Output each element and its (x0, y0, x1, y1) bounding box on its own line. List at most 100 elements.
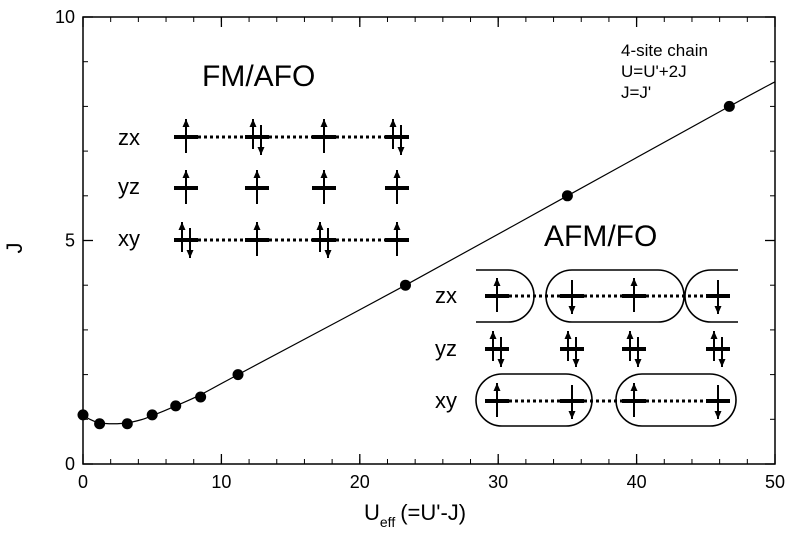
x-axis-label-sub: eff (380, 514, 395, 530)
arrow-head (182, 119, 190, 127)
orbital-site-pair (622, 331, 646, 367)
arrow-head (493, 383, 501, 391)
note-line-2: U=U'+2J (621, 62, 687, 81)
afm-orbital-rows (485, 278, 730, 419)
arrow-head (568, 411, 576, 419)
orbital-site-down (706, 280, 730, 314)
y-tick-label: 5 (65, 231, 75, 251)
orbital-site-up (245, 222, 269, 256)
orbital-site-pair (312, 222, 336, 258)
orbital-site-up (485, 278, 509, 312)
afm-bond-brackets (475, 269, 738, 427)
fm-afo-orbital-diagram: zx yz xy (118, 119, 409, 258)
arrow-head (182, 170, 190, 178)
orbital-site-up (485, 383, 509, 417)
arrow-head (489, 331, 497, 339)
arrow-head (630, 278, 638, 286)
arrow-head (253, 170, 261, 178)
orbital-site-up (385, 222, 409, 256)
arrow-head (389, 119, 397, 127)
x-tick-label: 0 (78, 472, 88, 492)
arrow-head (626, 331, 634, 339)
xy-bracket-right (615, 373, 737, 427)
arrow-head (714, 306, 722, 314)
orbital-site-pair (706, 331, 730, 367)
orbital-site-up (312, 170, 336, 204)
x-axis-label: Ueff (=U'-J) (364, 500, 466, 530)
phase-label-fm-afo: FM/AFO (202, 60, 315, 93)
x-tick-label: 50 (765, 472, 785, 492)
data-point (77, 409, 89, 421)
x-axis-label-suffix: (=U'-J) (400, 500, 466, 525)
orbital-site-up (245, 170, 269, 204)
afm-orbital-label-xy: xy (435, 388, 457, 413)
zx-bracket-left (476, 269, 535, 323)
arrow-head (316, 222, 324, 230)
x-tick-label: 30 (488, 472, 508, 492)
arrow-head (253, 222, 261, 230)
data-point (94, 418, 106, 430)
arrow-head (320, 119, 328, 127)
orbital-row-zx (174, 119, 409, 155)
orbital-site-pair (560, 331, 584, 367)
data-point (232, 369, 244, 381)
orbital-row-yz (485, 331, 730, 367)
arrow-head (178, 222, 186, 230)
fm-orbital-label-xy: xy (118, 226, 140, 251)
chain-note: 4-site chain U=U'+2J J=J' (621, 41, 708, 102)
arrow-head (497, 359, 505, 367)
arrow-head (714, 411, 722, 419)
xy-bracket-left (475, 373, 593, 427)
orbital-site-up (312, 119, 336, 153)
phase-label-afm-fo: AFM/FO (544, 220, 657, 253)
arrow-head (257, 147, 265, 155)
orbital-site-pair (385, 119, 409, 155)
orbital-site-up (174, 170, 198, 204)
arrow-head (320, 170, 328, 178)
orbital-site-down (706, 385, 730, 419)
arrow-head (572, 359, 580, 367)
data-points (77, 100, 735, 430)
orbital-site-down (560, 280, 584, 314)
data-point (121, 418, 133, 430)
x-axis-label-main: U (364, 500, 380, 525)
orbital-site-up (622, 278, 646, 312)
orbital-site-up (622, 383, 646, 417)
note-line-3: J=J' (621, 83, 651, 102)
arrow-head (630, 383, 638, 391)
data-point (399, 279, 411, 291)
data-point (723, 100, 735, 112)
arrow-head (324, 250, 332, 258)
orbital-site-pair (485, 331, 509, 367)
orbital-site-down (560, 385, 584, 419)
y-axis-label: J (2, 243, 27, 254)
arrow-head (710, 331, 718, 339)
orbital-site-pair (174, 222, 198, 258)
arrow-head (634, 359, 642, 367)
y-tick-label: 0 (65, 454, 75, 474)
y-tick-label: 10 (55, 7, 75, 27)
data-point (170, 400, 182, 412)
arrow-head (718, 359, 726, 367)
orbital-site-up (174, 119, 198, 153)
orbital-site-pair (245, 119, 269, 155)
orbital-row-xy (174, 222, 409, 258)
orbital-site-up (385, 170, 409, 204)
arrow-head (568, 306, 576, 314)
afm-orbital-label-zx: zx (435, 283, 457, 308)
zx-bracket-right (684, 269, 738, 323)
fm-orbital-label-yz: yz (118, 174, 140, 199)
arrow-head (249, 119, 257, 127)
orbital-row-yz (174, 170, 409, 204)
afm-fo-orbital-diagram: zx yz xy (435, 269, 738, 427)
orbital-row-xy (485, 383, 730, 419)
arrow-head (397, 147, 405, 155)
arrow-head (186, 250, 194, 258)
x-tick-label: 40 (627, 472, 647, 492)
major-ticks (82, 16, 776, 465)
arrow-head (564, 331, 572, 339)
arrow-head (393, 170, 401, 178)
note-line-1: 4-site chain (621, 41, 708, 60)
